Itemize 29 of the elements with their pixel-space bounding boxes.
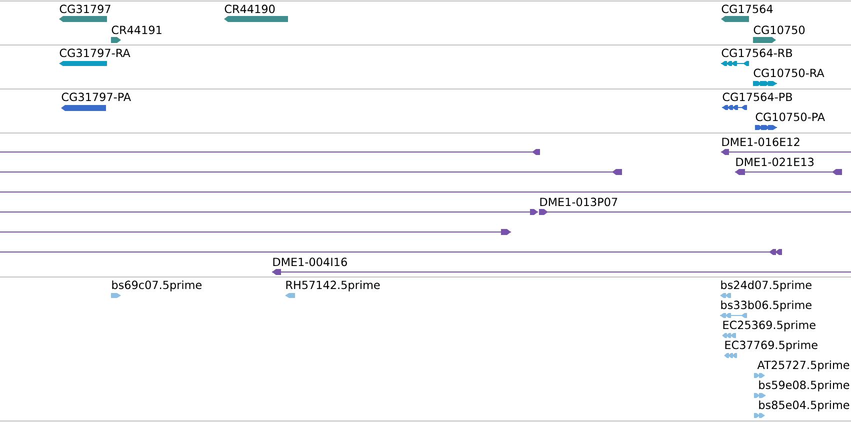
feature-label: bs59e08.5prime: [759, 380, 850, 392]
feature-label: CG17564-RB: [722, 48, 792, 58]
feature-label: CG10750: [754, 26, 805, 34]
feature-label: CG17564: [722, 4, 773, 14]
clone-line: [0, 249, 782, 255]
feature-label: DME1-021E13: [736, 158, 814, 166]
feature-label: AT25727.5prime: [757, 360, 850, 372]
feature-label: EC37769.5prime: [725, 340, 818, 352]
feature-label: CG31797-PA: [62, 92, 131, 102]
feature-label: RH57142.5prime: [286, 280, 380, 292]
clone-line: [0, 209, 538, 215]
feature-label: CR44191: [112, 26, 162, 34]
feature-label: bs24d07.5prime: [721, 280, 812, 292]
feature-label: CG31797-RA: [60, 48, 130, 58]
feature-label: bs33b06.5prime: [721, 300, 812, 312]
feature-label: EC25369.5prime: [723, 320, 816, 332]
clone-line: [0, 169, 622, 175]
feature-label: CG10750-PA: [756, 112, 825, 122]
feature-label: CG10750-RA: [754, 68, 824, 78]
clone-line: [0, 149, 540, 155]
feature-label: DME1-016E12: [722, 138, 800, 146]
feature-label: CG17564-PB: [722, 92, 792, 102]
clone-line: [0, 229, 511, 235]
feature-label: CG31797: [60, 4, 110, 14]
feature-label: DME1-004I16: [273, 258, 347, 266]
feature-label: bs85e04.5prime: [759, 400, 850, 412]
feature-label: bs69c07.5prime: [112, 280, 202, 292]
feature-label: CR44190: [224, 4, 275, 14]
feature-label: DME1-013P07: [540, 198, 618, 206]
